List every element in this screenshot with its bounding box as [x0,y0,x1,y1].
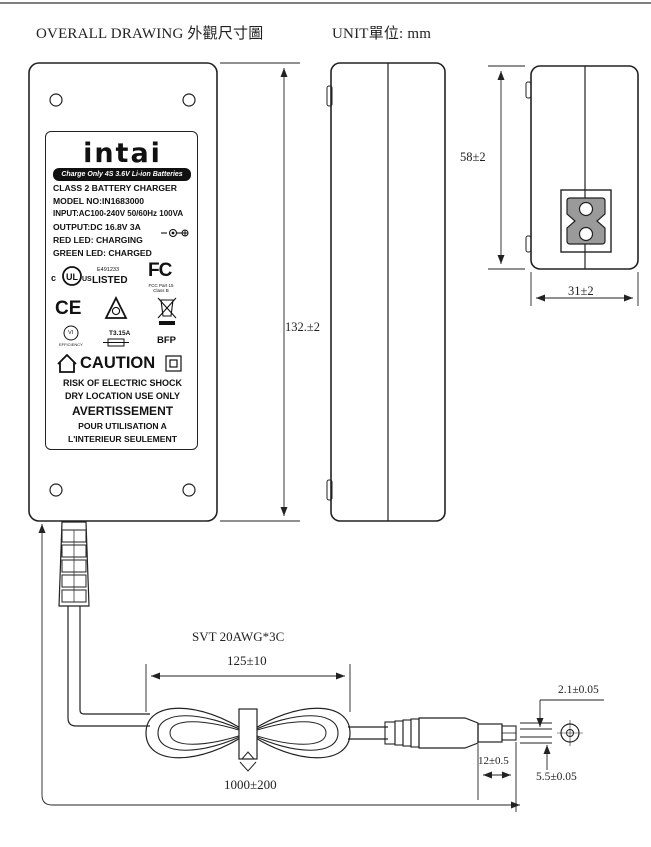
spec-class: CLASS 2 BATTERY CHARGER [53,183,177,193]
rcm-icon [104,295,128,319]
pin-diameter-label: 2.1±0.05 [558,684,599,696]
brand-logo: intai [83,138,162,169]
caution-heading: CAUTION [80,354,156,372]
efficiency-vi-icon [63,325,79,341]
side-foot-top [326,85,333,107]
dc-plug [384,717,517,749]
french-line-2: L'INTERIEUR SEULEMENT [68,434,177,444]
efficiency-mark: VI [68,330,74,336]
end-view [525,65,639,270]
home-caution-icon [57,353,77,373]
front-view [28,62,218,522]
cable-tie [238,708,258,760]
cable-spec-label: SVT 20AWG*3C [192,629,285,644]
width-dimension-label: 31±2 [568,284,594,298]
weee-bin-icon [157,297,177,325]
screw-hole-top-left [49,93,63,107]
depth-dimension-label: 58±2 [460,150,486,164]
fuse-icon [103,338,129,347]
height-dimension [220,62,300,522]
output-polarity-icon [161,228,189,238]
french-line-1: POUR UTILISATION A [78,421,167,431]
ul-listed-icon [62,266,82,286]
plug-length-dimension [477,742,517,812]
height-dimension-label: 132.±2 [285,320,320,334]
unit-label: UNIT單位: mm [332,26,432,42]
charger-body-front [28,62,218,522]
screw-hole-bottom-right [182,483,196,497]
bfp-mark: BFP [157,335,176,346]
screw-hole-bottom-left [49,483,63,497]
spec-green-led: GREEN LED: CHARGED [53,248,152,258]
warning-dry: DRY LOCATION USE ONLY [64,391,180,401]
coil-width-dimension [145,664,351,712]
plug-length-label: 12±0.5 [478,755,509,767]
ul-mark: UL [66,272,78,282]
outer-diameter-label: 5.5±0.05 [536,771,577,783]
fcc-logo: FC [148,260,172,281]
cable-length-dimension [38,524,520,809]
ul-file-number: E491233 [97,267,120,273]
ul-listed-text: LISTED [92,275,128,286]
strain-relief [58,521,90,607]
cable-length-label: 1000±200 [224,777,277,792]
spec-input: INPUT:AC100-240V 50/60Hz 100VA [53,209,184,218]
spec-output: OUTPUT:DC 16.8V 3A [53,222,141,232]
width-dimension [530,272,639,306]
screw-hole-top-right [182,93,196,107]
ul-us-mark: US [82,276,92,283]
ac-inlet-c8 [560,189,612,253]
spec-model: MODEL NO:IN1683000 [53,196,145,206]
ul-c-mark: c [51,273,57,283]
depth-dimension [488,65,525,270]
ce-mark: CE [55,298,82,319]
double-insulation-icon [165,355,182,372]
battery-banner: Charge Only 4S 3.6V Li-ion Batteries [53,168,191,181]
fcc-note: FCC Part 15 Class B [148,283,174,293]
cable-coil [145,707,351,772]
side-foot-bottom [326,479,333,501]
plug-end-view [557,720,583,746]
product-label: intai Charge Only 4S 3.6V Li-ion Batteri… [45,131,198,450]
drawing-title: OVERALL DRAWING 外觀尺寸圖 [36,26,264,42]
coil-width-label: 125±10 [227,653,267,668]
fuse-rating: T3.15A [109,330,131,337]
spec-red-led: RED LED: CHARGING [53,235,143,245]
efficiency-text: EFFICIENCY [59,342,83,347]
cable [67,606,388,740]
side-view [326,62,446,522]
avertissement-heading: AVERTISSEMENT [71,404,174,418]
outer-diameter-dimension [520,722,552,770]
pin-diameter-dimension [520,699,604,738]
warning-shock: RISK OF ELECTRIC SHOCK [62,378,182,388]
